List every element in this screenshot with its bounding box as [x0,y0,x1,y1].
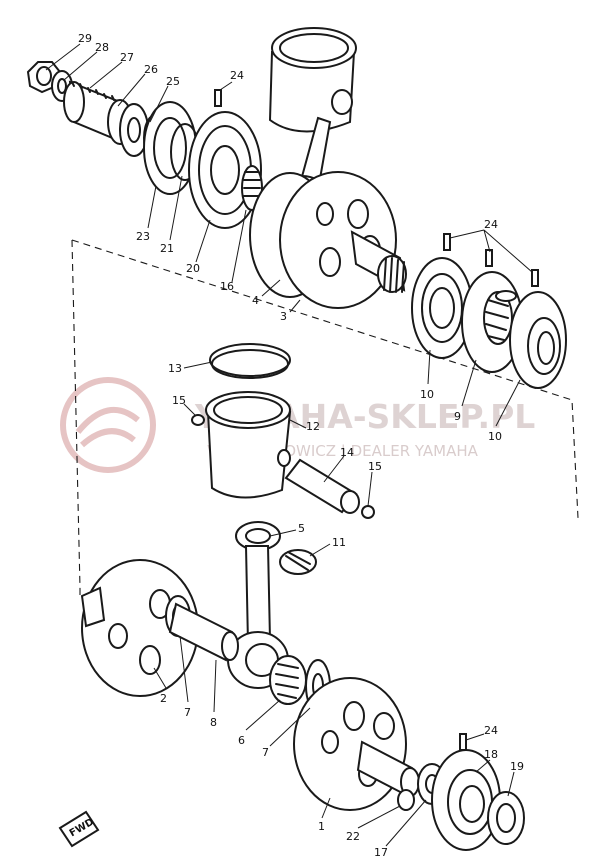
watermark-logo-mark [75,407,140,448]
callout-28: 28 [95,41,109,54]
callout-29: 29 [78,32,92,45]
callout-15-right: 15 [368,460,382,473]
callout-1: 1 [318,820,325,833]
bearing-10-left [411,257,473,359]
labyrinth-seal-9 [461,271,523,373]
callout-21: 21 [160,242,174,255]
callout-27: 27 [120,51,134,64]
callout-14: 14 [340,446,354,459]
callout-7-right: 7 [262,746,269,759]
dowel-pins-24-right [443,233,539,287]
callout-24-top: 24 [230,69,244,82]
crank-wheel-1 [293,677,420,811]
needle-bearing-11 [279,549,317,575]
piston-pin-14 [284,458,360,514]
piston-ring-13 [209,343,291,379]
forward-direction-marker: FWD [58,810,100,848]
circlip-15-left [191,414,205,426]
leader-lines [45,43,533,847]
callout-9: 9 [454,410,461,423]
callout-20: 20 [186,262,200,275]
callout-26: 26 [144,63,158,76]
dashed-boundary [71,239,579,600]
oil-seal-19 [487,791,525,845]
callout-10-right: 10 [488,430,502,443]
piston-assembled-top [268,27,357,133]
bearing-18 [431,749,501,851]
callout-22: 22 [346,830,360,843]
callout-24-bottom: 24 [484,724,498,737]
dowel-pin-24-bottom [459,733,467,751]
callout-2: 2 [160,692,167,705]
callout-19: 19 [510,760,524,773]
watermark-logo [60,377,156,473]
callout-17: 17 [374,846,388,858]
callout-5: 5 [298,522,305,535]
callout-4: 4 [252,294,259,307]
callout-16: 16 [220,280,234,293]
assembly-outline [71,239,579,600]
callout-7-left: 7 [184,706,191,719]
callout-3: 3 [280,310,287,323]
needle-bearing-6 [269,655,307,705]
callout-8: 8 [210,716,217,729]
callout-15-left: 15 [172,394,186,407]
callout-6: 6 [238,734,245,747]
callout-13: 13 [168,362,182,375]
bearing-10-right [509,291,567,389]
callout-10-left: 10 [420,388,434,401]
callout-11: 11 [332,536,346,549]
crank-pin-8 [168,602,239,662]
piston-12 [205,391,292,499]
callout-18: 18 [484,748,498,761]
callout-24-right: 24 [484,218,498,231]
fwd-arrow-icon [58,810,100,848]
crank-wheel-2 [80,559,199,697]
crank-wheel-3 [279,171,407,309]
callout-labels: 29 28 27 26 25 24 23 21 20 16 4 3 24 10 … [78,32,524,858]
collar-22 [397,789,415,811]
dowel-pin-24-top [214,89,222,107]
callout-12: 12 [306,420,320,433]
callout-23: 23 [136,230,150,243]
circlip-15-right [361,505,375,519]
callout-25: 25 [166,75,180,88]
